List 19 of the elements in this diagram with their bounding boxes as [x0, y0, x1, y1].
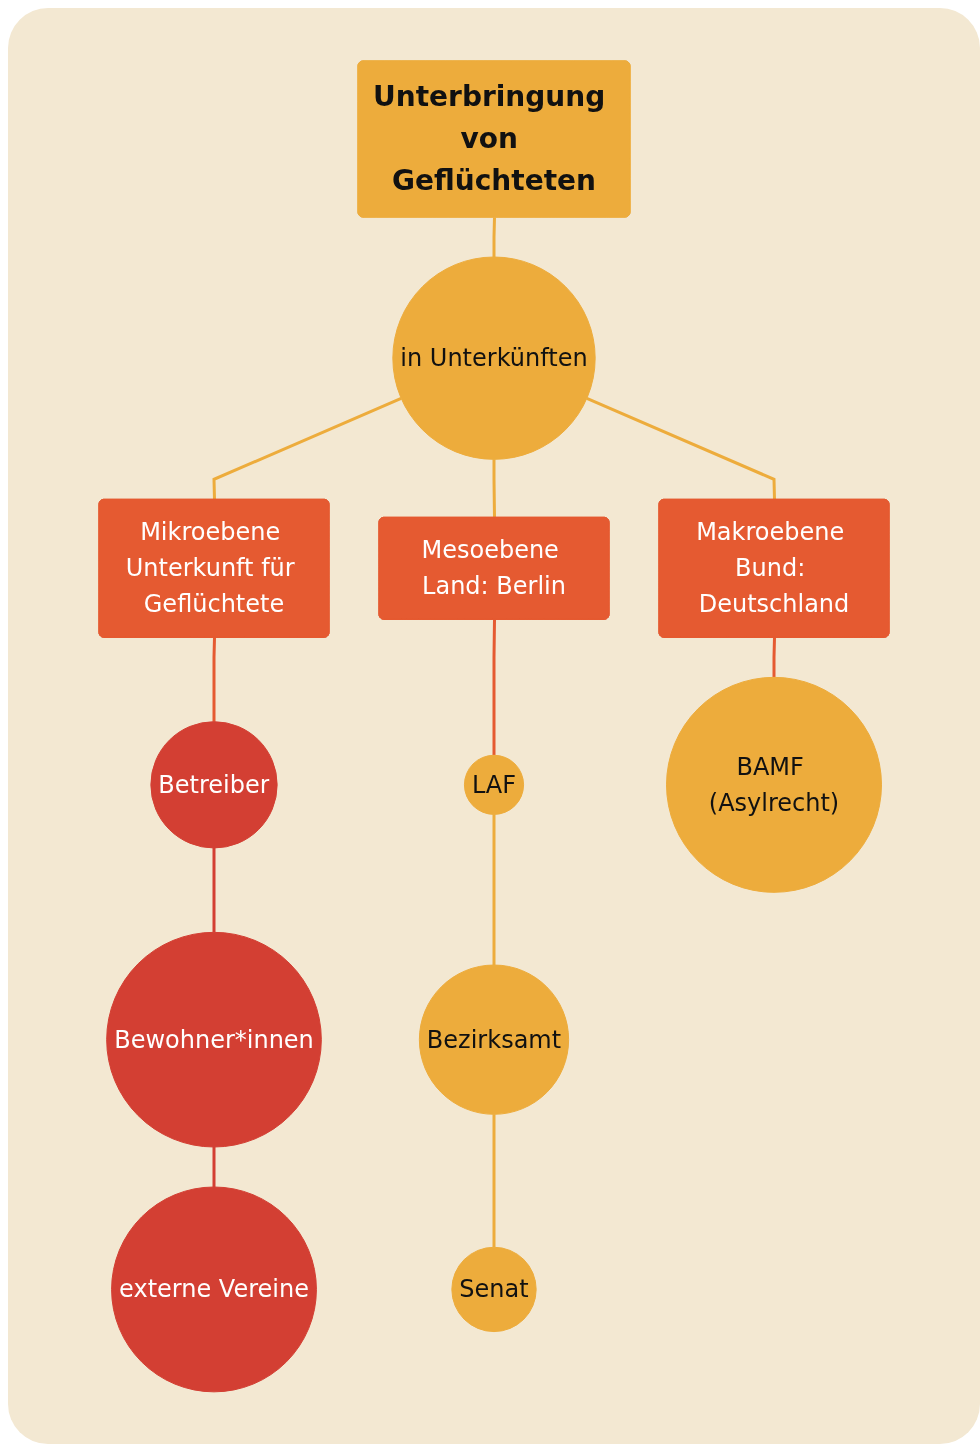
connector — [212, 1146, 216, 1187]
node-circle: in Unterkünften — [392, 256, 596, 460]
node-circle: BAMF (Asylrecht) — [666, 676, 882, 893]
node-circle: Bewohner*innen — [106, 931, 322, 1148]
connector — [772, 637, 776, 677]
connector — [492, 1113, 496, 1247]
connector — [492, 619, 496, 755]
connector — [212, 637, 216, 722]
node-circle: LAF — [463, 754, 525, 815]
connector — [212, 847, 216, 932]
connector — [586, 396, 776, 500]
node-circle: Betreiber — [150, 720, 278, 849]
connector — [492, 814, 496, 965]
node-circle: Senat — [451, 1246, 537, 1332]
connector — [212, 396, 402, 500]
connector — [492, 217, 496, 257]
node-circle: Bezirksamt — [418, 964, 570, 1115]
node-circle: externe Vereine — [111, 1186, 317, 1392]
connector — [492, 458, 496, 518]
